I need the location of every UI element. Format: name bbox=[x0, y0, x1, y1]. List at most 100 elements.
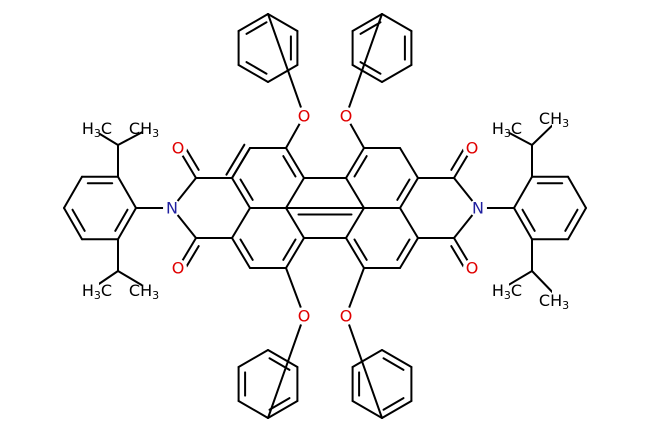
double-bond-inner bbox=[71, 208, 86, 232]
methyl-h3c-top-left: H3C bbox=[61, 117, 112, 140]
double-bond bbox=[63, 207, 83, 241]
double-bond-inner bbox=[359, 21, 382, 35]
double-bond-inner bbox=[185, 245, 200, 268]
single-bond bbox=[345, 315, 383, 419]
methyl-ch3-bottom-right: CH3 bbox=[539, 289, 590, 312]
ether-oxygen-bottom-right: O bbox=[337, 307, 355, 326]
methyl-ch3-bottom-left: CH3 bbox=[129, 279, 180, 302]
ether-oxygen-bottom-right-symbol: O bbox=[340, 307, 353, 326]
methyl-h3c-top-right-mask bbox=[471, 117, 509, 137]
double-bond-inner bbox=[282, 155, 297, 178]
nitrogen-left-mask bbox=[163, 199, 181, 217]
single-bond bbox=[399, 147, 419, 179]
nitrogen-left: N bbox=[163, 199, 181, 218]
double-bond bbox=[231, 147, 251, 179]
double-bond bbox=[231, 237, 251, 269]
double-bond-inner bbox=[382, 357, 405, 371]
single-bond bbox=[285, 177, 305, 209]
single-bond bbox=[267, 13, 299, 32]
double-bond-inner bbox=[396, 178, 411, 201]
double-bond-inner bbox=[114, 208, 129, 232]
methyl-h3c-top-right: H3C bbox=[471, 117, 522, 140]
methyl-h3c-top-left-mask bbox=[61, 117, 99, 137]
double-bond bbox=[399, 237, 419, 269]
ether-oxygen-top-right-mask bbox=[337, 107, 355, 125]
double-bond-inner bbox=[239, 178, 254, 201]
carbonyl-oxygen-bottom-left-symbol: O bbox=[172, 259, 185, 278]
double-bond-inner bbox=[382, 397, 405, 411]
single-bond bbox=[351, 349, 383, 368]
methyl-ch3-top-left-text: CH3 bbox=[129, 119, 159, 141]
ether-oxygen-bottom-right-mask bbox=[337, 307, 355, 325]
ether-oxygen-top-right-symbol: O bbox=[340, 107, 353, 126]
double-bond bbox=[381, 400, 413, 419]
nitrogen-right-symbol: N bbox=[472, 199, 484, 218]
single-bond bbox=[381, 64, 413, 83]
double-bond bbox=[285, 147, 305, 179]
double-bond bbox=[381, 349, 413, 368]
carbonyl-oxygen-bottom-right: O bbox=[463, 259, 481, 278]
single-bond bbox=[231, 207, 251, 239]
double-bond bbox=[351, 64, 383, 83]
double-bond bbox=[237, 13, 269, 32]
double-bond-inner bbox=[353, 155, 368, 178]
single-bond bbox=[237, 349, 269, 368]
ether-oxygen-top-right: O bbox=[337, 107, 355, 126]
double-bond-inner bbox=[450, 148, 465, 171]
double-bond-inner bbox=[225, 143, 246, 176]
single-bond bbox=[345, 177, 365, 209]
methyl-h3c-bottom-right-text: H3C bbox=[492, 281, 522, 303]
bond-layer bbox=[63, 13, 587, 419]
double-bond-inner bbox=[359, 61, 382, 75]
double-bond-inner bbox=[450, 245, 465, 268]
single-bond bbox=[267, 13, 305, 117]
double-bond-inner bbox=[564, 208, 579, 232]
methyl-ch3-bottom-right-text: CH3 bbox=[539, 291, 569, 313]
methyl-ch3-top-left-mask bbox=[142, 117, 180, 137]
double-bond bbox=[231, 177, 251, 209]
double-bond-inner bbox=[245, 61, 268, 75]
double-bond bbox=[513, 207, 533, 241]
single-bond bbox=[399, 207, 419, 239]
single-bond bbox=[345, 207, 365, 239]
carbonyl-oxygen-top-left: O bbox=[169, 139, 187, 158]
carbonyl-oxygen-bottom-left: O bbox=[169, 259, 187, 278]
double-bond bbox=[567, 207, 587, 241]
double-bond-inner bbox=[521, 208, 536, 232]
single-bond bbox=[237, 400, 269, 419]
single-bond bbox=[63, 175, 83, 209]
methyl-ch3-top-right-mask bbox=[552, 107, 590, 127]
methyl-h3c-bottom-left: H3C bbox=[61, 279, 112, 302]
double-bond-inner bbox=[245, 21, 268, 35]
methyl-h3c-top-left-text: H3C bbox=[82, 119, 112, 141]
methyl-ch3-bottom-left-mask bbox=[142, 279, 180, 299]
double-bond-inner bbox=[268, 397, 291, 411]
double-bond-inner bbox=[185, 148, 200, 171]
methyl-ch3-top-right-text: CH3 bbox=[539, 109, 569, 131]
double-bond-inner bbox=[353, 238, 368, 261]
carbonyl-oxygen-top-left-mask bbox=[169, 139, 187, 157]
ether-oxygen-bottom-left-symbol: O bbox=[298, 307, 311, 326]
single-bond bbox=[351, 400, 383, 419]
double-bond bbox=[399, 177, 419, 209]
carbonyl-oxygen-bottom-right-mask bbox=[463, 259, 481, 277]
carbonyl-oxygen-top-right: O bbox=[463, 139, 481, 158]
methyl-h3c-bottom-right-mask bbox=[471, 279, 509, 299]
double-bond bbox=[267, 349, 299, 368]
single-bond bbox=[117, 175, 137, 209]
nitrogen-left-symbol: N bbox=[166, 199, 178, 218]
ether-oxygen-bottom-left-mask bbox=[295, 307, 313, 325]
methyl-h3c-bottom-right: H3C bbox=[471, 279, 522, 302]
methyl-ch3-bottom-left-text: CH3 bbox=[129, 281, 159, 303]
ether-oxygen-bottom-left: O bbox=[295, 307, 313, 326]
nitrogen-right: N bbox=[469, 199, 487, 218]
double-bond bbox=[237, 64, 269, 83]
methyl-ch3-top-left: CH3 bbox=[129, 117, 180, 140]
carbonyl-oxygen-top-left-symbol: O bbox=[172, 139, 185, 158]
carbonyl-oxygen-top-right-symbol: O bbox=[466, 139, 479, 158]
double-bond bbox=[351, 13, 383, 32]
double-bond-inner bbox=[396, 238, 411, 261]
